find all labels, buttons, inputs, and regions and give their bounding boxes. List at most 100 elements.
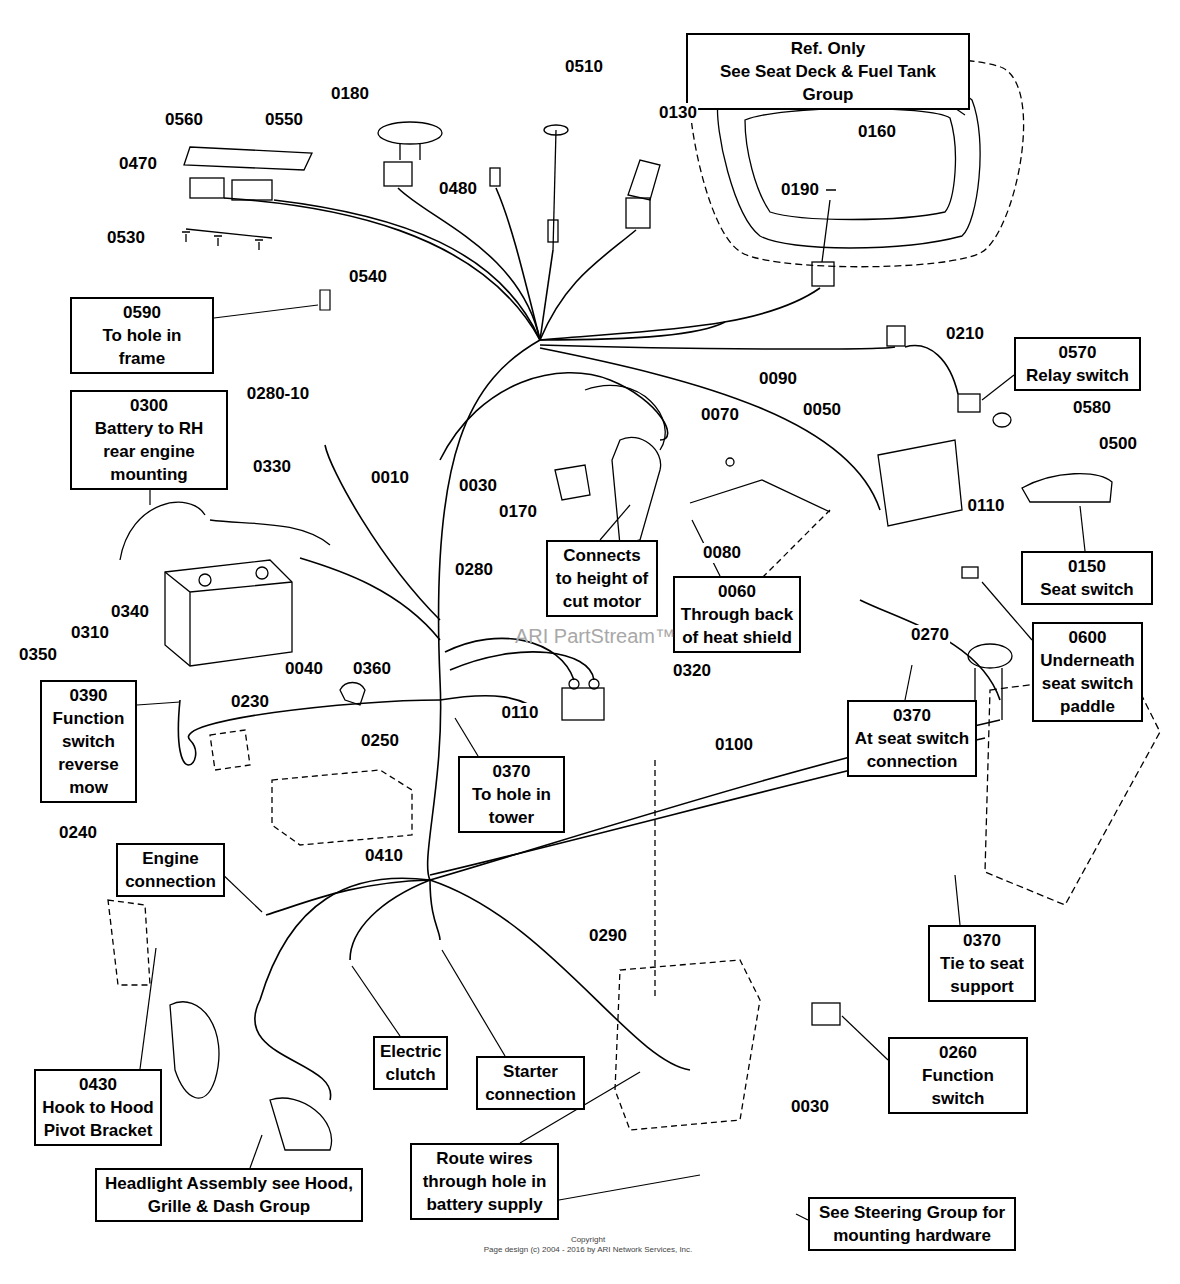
- callout-box: 0570Relay switch: [1014, 337, 1141, 391]
- callout-number: 0100: [714, 735, 754, 755]
- callout-box: 0430Hook to Hood Pivot Bracket: [34, 1069, 162, 1146]
- callout-box: Connects to height of cut motor: [546, 540, 658, 617]
- callout-text: Route wires through hole in battery supp…: [417, 1147, 552, 1216]
- callout-number: 0350: [18, 645, 58, 665]
- callout-text: To hole in tower: [465, 783, 558, 829]
- callout-box: See Steering Group for mounting hardware: [808, 1197, 1016, 1251]
- callout-box: 0370To hole in tower: [458, 756, 565, 833]
- callout-number: 0510: [564, 57, 604, 77]
- callout-number: 0130: [658, 103, 698, 123]
- callout-number: 0080: [702, 543, 742, 563]
- callout-text: Through back of heat shield: [680, 603, 794, 649]
- callout-number: 0170: [498, 502, 538, 522]
- callout-number: 0050: [802, 400, 842, 420]
- watermark: ARI PartStream™: [514, 625, 676, 648]
- callout-number: 0110: [967, 496, 1006, 516]
- callout-number: 0560: [164, 110, 204, 130]
- callout-number: 0230: [230, 692, 270, 712]
- callout-number: 0480: [438, 179, 478, 199]
- callout-number: 0320: [672, 661, 712, 681]
- callout-number: 0160: [857, 122, 897, 142]
- callout-text: Tie to seat support: [935, 952, 1029, 998]
- wiring-harness: [178, 188, 1000, 1100]
- callout-text: To hole in frame: [77, 324, 207, 370]
- callout-text: Function switch: [895, 1064, 1021, 1110]
- callout-box: Electric clutch: [373, 1036, 448, 1090]
- callout-text: Electric clutch: [380, 1040, 441, 1086]
- callout-text: Seat switch: [1028, 578, 1146, 601]
- callout-box: 0150Seat switch: [1021, 551, 1153, 605]
- callout-box: 0260Function switch: [888, 1037, 1028, 1114]
- callout-text: Relay switch: [1021, 364, 1134, 387]
- callout-number: 0270: [910, 625, 950, 645]
- callout-text: See Seat Deck & Fuel Tank Group: [693, 60, 963, 106]
- callout-number: 0150: [1028, 555, 1146, 578]
- callout-number: 0280-10: [246, 384, 310, 404]
- copyright-note: Copyright: [570, 1235, 606, 1245]
- callout-number: 0370: [935, 929, 1029, 952]
- callout-box: 0060Through back of heat shield: [673, 576, 801, 653]
- function-switch: [812, 1003, 840, 1025]
- callout-number: 0570: [1021, 341, 1134, 364]
- callout-text: Starter connection: [483, 1060, 578, 1106]
- callout-box: 0390Function switch reverse mow: [40, 680, 137, 803]
- callout-number: 0600: [1039, 626, 1136, 649]
- callout-number: 0410: [364, 846, 404, 866]
- callout-box: Headlight Assembly see Hood, Grille & Da…: [95, 1168, 363, 1222]
- callout-box: Starter connection: [476, 1056, 585, 1110]
- callout-box: 0300Battery to RH rear engine mounting: [70, 390, 228, 490]
- callout-number: 0180: [330, 84, 370, 104]
- callout-number: 0430: [41, 1073, 155, 1096]
- callout-number: Ref. Only: [693, 37, 963, 60]
- callout-number: 0210: [945, 324, 985, 344]
- brackets: [108, 510, 830, 1130]
- callout-number: 0370: [465, 760, 558, 783]
- callout-box: Route wires through hole in battery supp…: [410, 1143, 559, 1220]
- callout-box: 0590To hole in frame: [70, 297, 214, 374]
- callout-number: 0360: [352, 659, 392, 679]
- callout-number: 0110: [501, 703, 540, 723]
- callout-number: 0340: [110, 602, 150, 622]
- callout-text: Connects to height of cut motor: [553, 544, 651, 613]
- callout-number: 0300: [77, 394, 221, 417]
- battery: [120, 502, 365, 705]
- callout-number: 0040: [284, 659, 324, 679]
- callout-box: 0600Underneath seat switch paddle: [1032, 622, 1143, 722]
- callout-number: 0090: [758, 369, 798, 389]
- callout-box: 0370At seat switch connection: [847, 700, 977, 777]
- callout-number: 0310: [70, 623, 110, 643]
- callout-box: Engine connection: [116, 843, 225, 897]
- callout-number: 0240: [58, 823, 98, 843]
- callout-number: 0370: [854, 704, 970, 727]
- copyright-note: Page design (c) 2004 - 2016 by ARI Netwo…: [483, 1245, 694, 1255]
- callout-number: 0290: [588, 926, 628, 946]
- callout-text: Engine connection: [123, 847, 218, 893]
- callout-number: 0500: [1098, 434, 1138, 454]
- callout-number: 0390: [47, 684, 130, 707]
- callout-text: Underneath seat switch paddle: [1039, 649, 1136, 718]
- callout-number: 0250: [360, 731, 400, 751]
- callout-text: At seat switch connection: [854, 727, 970, 773]
- callout-box: 0370Tie to seat support: [928, 925, 1036, 1002]
- callout-number: 0540: [348, 267, 388, 287]
- callout-number: 0260: [895, 1041, 1021, 1064]
- callout-number: 0010: [370, 468, 410, 488]
- callout-number: 0550: [264, 110, 304, 130]
- callout-number: 0580: [1072, 398, 1112, 418]
- callout-number: 0030: [790, 1097, 830, 1117]
- callout-number: 0070: [700, 405, 740, 425]
- callout-text: Headlight Assembly see Hood, Grille & Da…: [102, 1172, 356, 1218]
- callout-number: 0470: [118, 154, 158, 174]
- callout-number: 0330: [252, 457, 292, 477]
- callout-text: Battery to RH rear engine mounting: [77, 417, 221, 486]
- callout-number: 0060: [680, 580, 794, 603]
- callout-number: 0530: [106, 228, 146, 248]
- callout-number: 0590: [77, 301, 207, 324]
- callout-number: 0280: [454, 560, 494, 580]
- callout-box: Ref. OnlySee Seat Deck & Fuel Tank Group: [686, 33, 970, 110]
- callout-text: Hook to Hood Pivot Bracket: [41, 1096, 155, 1142]
- callout-text: See Steering Group for mounting hardware: [815, 1201, 1009, 1247]
- callout-number: 0030: [458, 476, 498, 496]
- callout-text: Function switch reverse mow: [47, 707, 130, 799]
